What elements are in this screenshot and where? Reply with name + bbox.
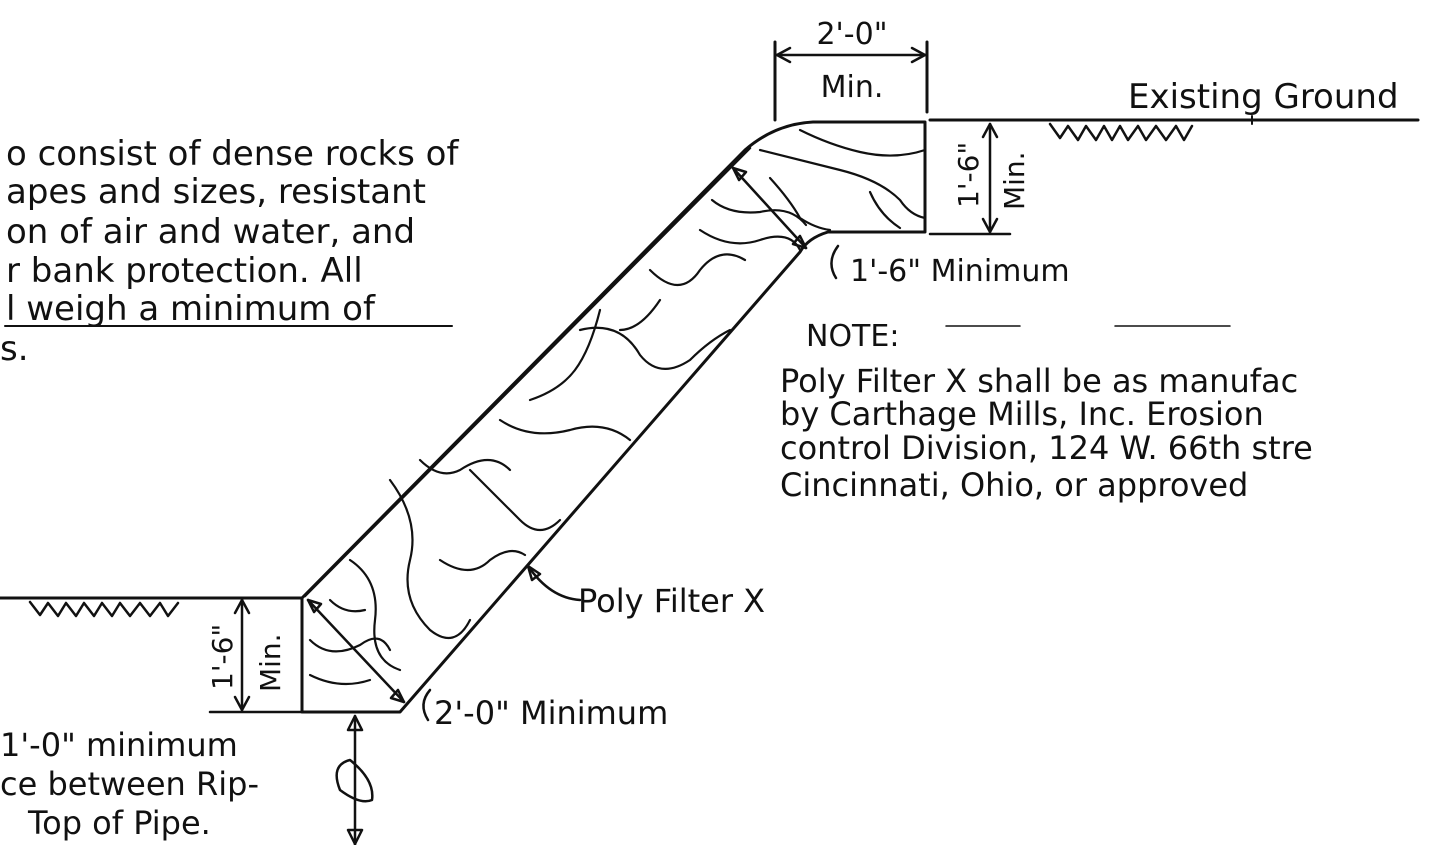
riprap-section [300,120,927,714]
thickness-arrow-bottom [306,598,406,704]
top-depth-dimension: 1'-6" Min. [928,122,1031,236]
note-line: control Division, 124 W. 66th stre [780,429,1313,467]
ground-hatch-bottom [28,600,180,618]
note-line: Cincinnati, Ohio, or approved [780,466,1248,504]
filter-callout: Poly Filter X [526,564,765,620]
pipe-clearance-arrow [335,714,374,845]
top-thickness-label: 1'-6" Minimum [850,254,1070,289]
top-width-dimension: 2'-0" Min. [773,17,929,122]
filter-line [303,146,752,598]
note-heading: NOTE: [806,319,899,354]
top-depth-sub-label: Min. [998,151,1031,210]
pipe-note-line: ce between Rip- [0,765,259,803]
filter-label: Poly Filter X [578,582,765,620]
bottom-depth-dimension: 1'-6" Min. [206,598,304,714]
pipe-note-line: 1'-0" minimum [0,726,238,764]
rock-spec-line: o consist of dense rocks of [6,134,459,174]
bottom-thickness-callout: 2'-0" Minimum [422,688,668,732]
note-line: Poly Filter X shall be as manufac [780,362,1298,400]
rock-spec-line: l weigh a minimum of [6,289,376,329]
riprap-outline [300,120,927,714]
existing-ground-bottom [0,596,304,618]
break-mark [335,758,374,803]
bottom-thickness-label: 2'-0" Minimum [434,694,668,732]
ground-hatch-top [1048,122,1194,142]
rock-spec-line: on of air and water, and [6,212,415,252]
top-width-sub-label: Min. [821,70,884,105]
note-line: by Carthage Mills, Inc. Erosion [780,395,1264,433]
top-thickness-callout: 1'-6" Minimum [830,244,1070,289]
bottom-depth-sub-label: Min. [254,633,287,692]
top-width-label: 2'-0" [816,17,887,52]
rock-pattern [308,128,927,686]
note-block: NOTE: Poly Filter X shall be as manufac … [780,319,1313,504]
pipe-note: 1'-0" minimum ce between Rip- Top of Pip… [0,726,259,842]
thickness-arrow-top [731,166,808,250]
rock-spec-line: apes and sizes, resistant [6,172,426,212]
rock-spec-line: r bank protection. All [6,251,363,291]
pipe-note-line: Top of Pipe. [27,804,211,842]
rock-spec-text: o consist of dense rocks of apes and siz… [0,134,459,369]
bottom-depth-label: 1'-6" [206,624,239,690]
top-depth-label: 1'-6" [952,142,985,208]
existing-ground-top: Existing Ground [928,77,1420,142]
rock-spec-line: s. [0,329,29,369]
existing-ground-label: Existing Ground [1128,77,1399,117]
